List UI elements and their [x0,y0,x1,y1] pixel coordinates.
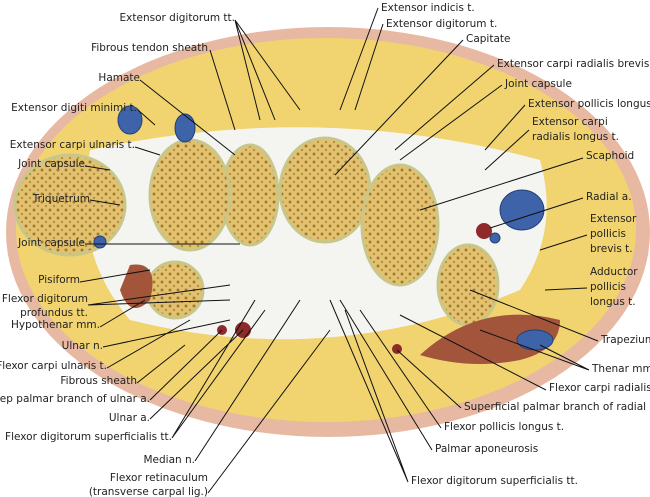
label-ulnar-n: Ulnar n. [61,340,103,352]
label-epb-2: pollicis [590,228,627,240]
label-capitate: Capitate [466,33,511,45]
label-fdp-2: profundus tt. [20,307,88,319]
label-deep-palmar-ulnar: Deep palmar branch of ulnar a. [0,393,150,405]
label-fcu: Flexor carpi ulnaris t. [0,360,107,372]
label-superficial-palmar-radial: Superficial palmar branch of radial a. [464,401,650,413]
label-joint-capsule-2: Joint capsule [18,237,85,249]
triquetrum-bone [13,153,127,257]
label-epl: Extensor pollicis longus t. [528,98,650,110]
label-trapezium: Trapezium [601,334,650,346]
label-apl-2: pollicis [590,281,627,293]
label-extensor-carpi-ulnaris: Extensor carpi ulnaris t. [9,139,135,151]
triquetrum-main [148,138,232,252]
label-hypothenar: Hypothenar mm. [11,319,100,331]
label-ecrl-1: Extensor carpi [532,116,608,128]
label-apl-3: longus t. [590,296,636,308]
label-hamate: Hamate [98,72,140,84]
label-median-n: Median n. [143,454,195,466]
label-extensor-digitorum-t: Extensor digitorum t. [386,18,498,30]
label-ulnar-a: Ulnar a. [108,412,150,424]
label-extensor-indicis: Extensor indicis t. [381,2,475,14]
label-fds-right: Flexor digitorum superficialis tt. [411,475,578,487]
label-thenar: Thenar mm. [592,363,650,375]
label-triquetrum: Triquetrum [32,193,90,205]
label-palmar-aponeurosis: Palmar aponeurosis [435,443,539,455]
label-fds-left: Flexor digitorum superficialis tt. [5,431,172,443]
label-ecrb: Extensor carpi radialis brevis t. [497,58,650,70]
label-fdp-1: Flexor digitorum [1,293,88,305]
scaphoid-bone [360,163,440,287]
label-fpl: Flexor pollicis longus t. [444,421,565,433]
label-epb-1: Extensor [590,213,637,225]
leader-lines [79,7,599,494]
label-flexor-retinaculum-2: (transverse carpal lig.) [88,486,208,497]
label-radial-a: Radial a. [586,191,632,203]
label-scaphoid: Scaphoid [586,150,635,162]
trapezium-bone [436,243,500,327]
label-fibrous-sheath: Fibrous sheath [60,375,137,387]
label-extensor-digiti-minimi: Extensor digiti minimi t. [11,102,137,114]
label-extensor-digitorum-tt: Extensor digitorum tt. [119,12,235,24]
label-flexor-retinaculum-1: Flexor retinaculum [109,472,208,484]
label-joint-capsule-3: Joint capsule [505,78,572,90]
label-fcr: Flexor carpi radialis t. [549,382,650,394]
label-joint-capsule-1: Joint capsule [18,158,85,170]
capitate-bone [278,136,372,244]
label-epb-3: brevis t. [590,243,633,255]
label-fibrous-tendon-sheath: Fibrous tendon sheath [91,42,208,54]
veins [93,105,554,351]
label-pisiform: Pisiform [38,274,80,286]
label-apl-1: Adductor [590,266,638,278]
label-ecrl-2: radialis longus t. [532,131,619,143]
